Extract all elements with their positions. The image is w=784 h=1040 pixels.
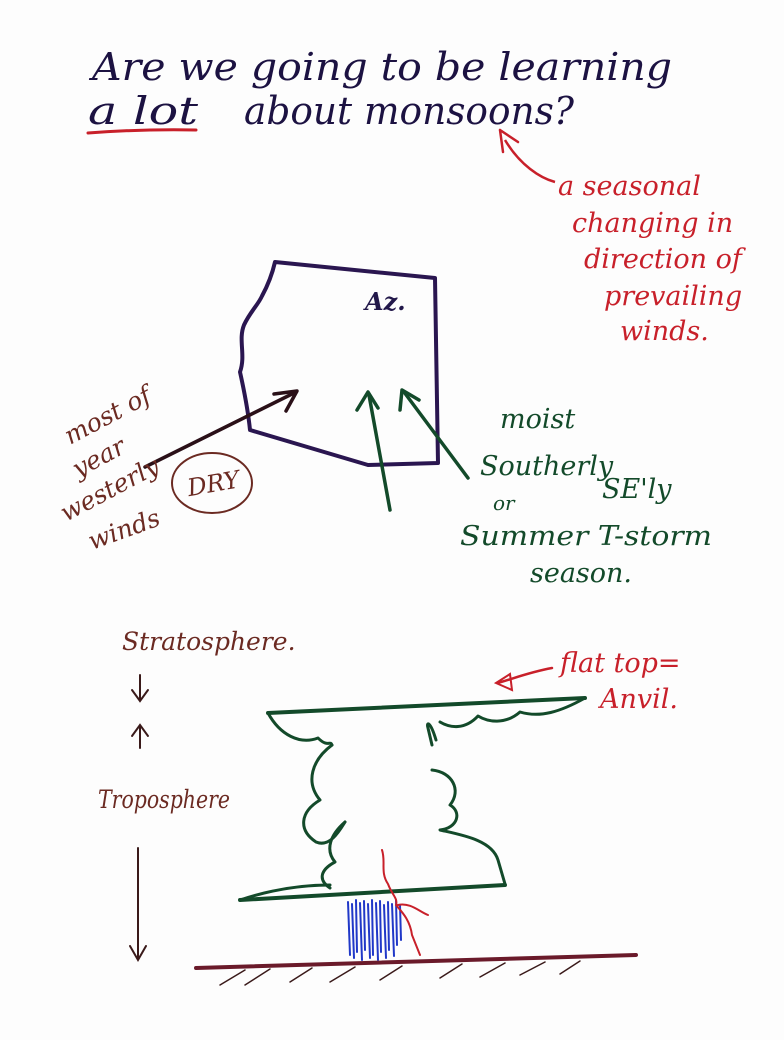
flat-top-label: flat top=: [558, 648, 681, 679]
moist-label: moist: [500, 404, 575, 435]
definition-arrowhead: [498, 128, 520, 154]
ground: [194, 953, 638, 986]
question-emphasis: a lot: [88, 89, 199, 133]
southeasterly-arrowhead: [398, 388, 421, 412]
season-label: season.: [530, 558, 632, 589]
emphasis-underline: [86, 128, 198, 135]
question-line-1: Are we going to be learning: [89, 45, 672, 89]
cloud-right-top-curl: [426, 722, 438, 747]
lightning-bolt: [381, 849, 429, 956]
ground-line: [194, 953, 638, 970]
arizona-label: Az.: [363, 287, 406, 316]
anvil-pointer: [496, 666, 554, 685]
cloud-left-edge-lower: [320, 820, 347, 890]
southerly-winds: moist Southerly or SE'ly Summer T-storm …: [355, 388, 712, 589]
question-line-2: about monsoons?: [244, 89, 575, 133]
anvil-pointer-head: [493, 672, 514, 692]
anvil-top-line: [266, 696, 587, 715]
troposphere-label: Troposphere: [98, 785, 230, 814]
troposphere-up-arrow: [131, 723, 149, 749]
southeasterly-label: SE'ly: [602, 474, 672, 505]
or-label: or: [493, 491, 516, 515]
dry-circle: [171, 452, 253, 514]
anvil-label: Anvil.: [597, 684, 678, 715]
definition-arrow: [503, 139, 556, 184]
westerly-arrow-shaft: [143, 390, 298, 469]
rain-shaft: [347, 899, 402, 961]
southeasterly-arrow-shaft: [402, 390, 470, 480]
arizona-outline: [238, 260, 440, 467]
cloud-base-wedge: [238, 883, 332, 902]
southerly-label: Southerly: [480, 451, 614, 482]
arizona-map: Az.: [238, 260, 440, 467]
definition-line-2: changing in: [572, 208, 733, 239]
ground-hatching: [219, 960, 581, 986]
stratosphere-label: Stratosphere.: [122, 627, 296, 656]
anvil-annotation: flat top= Anvil.: [493, 648, 681, 715]
westerly-arrowhead: [272, 389, 299, 413]
monsoon-definition: a seasonal changing in direction of prev…: [498, 128, 746, 347]
rain-streaks: [347, 899, 402, 961]
anvil-underside-right: [438, 696, 587, 728]
definition-line-5: winds.: [620, 316, 709, 347]
anvil-underside-left: [266, 711, 334, 747]
atmosphere-layers: Stratosphere. Troposphere: [98, 627, 296, 963]
definition-line-3: direction of: [584, 244, 746, 275]
definition-line-1: a seasonal: [558, 171, 701, 202]
dry-label: DRY: [184, 465, 244, 502]
cloud-right-edge: [430, 768, 507, 886]
southerly-arrow-shaft: [367, 393, 392, 512]
thunderstorm-cloud: [238, 696, 587, 902]
definition-line-4: prevailing: [604, 281, 742, 312]
stratosphere-down-arrow: [131, 674, 149, 703]
troposphere-down-arrow: [129, 847, 147, 963]
question-block: Are we going to be learning a lot about …: [86, 45, 672, 135]
cloud-base-line: [238, 883, 507, 902]
summer-tstorm-label: Summer T-storm: [460, 521, 712, 552]
westerly-winds: most of year westerly winds DRY: [55, 379, 299, 556]
southerly-arrowhead: [355, 390, 380, 412]
